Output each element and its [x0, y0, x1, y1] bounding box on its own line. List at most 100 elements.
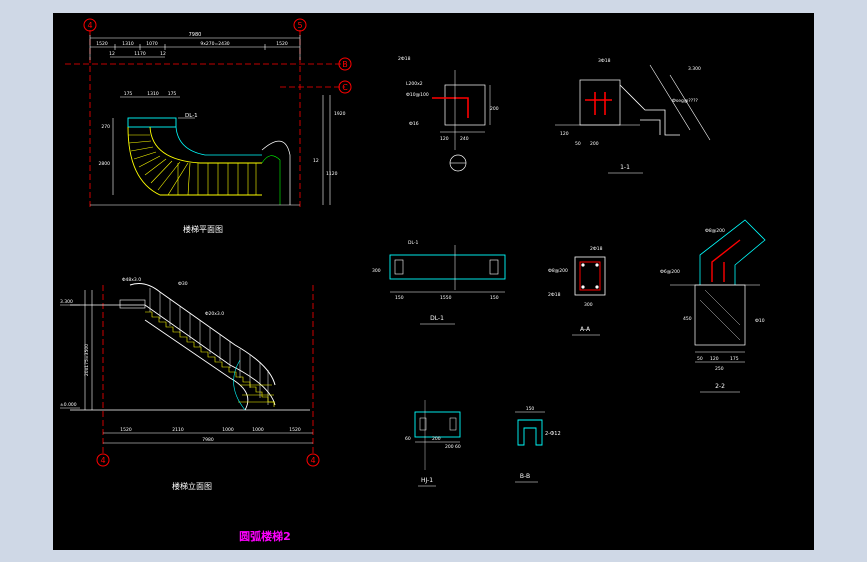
detail-tag: 2Ф18 — [398, 56, 411, 62]
dim-text: 2110 — [172, 427, 184, 433]
dim-text: 1070 — [146, 41, 158, 47]
dim-text: 300 — [372, 268, 381, 274]
dim-text: 120 — [560, 131, 569, 137]
axis-bubble-4: 4 — [96, 453, 110, 467]
stair-stringer-top — [144, 304, 276, 406]
dim-total: 7980 — [202, 437, 214, 443]
section-caption: B-B — [520, 473, 530, 480]
dim-text: 1520 — [120, 427, 132, 433]
handrail — [129, 283, 276, 386]
dim-text: 250 — [715, 366, 724, 372]
dim-text: 1310 — [147, 91, 159, 97]
dim-text: 1000 — [222, 427, 234, 433]
section-tag: Ф8@200 — [705, 228, 725, 234]
plan-landing-beam — [127, 117, 177, 128]
dim-text: 1920 — [334, 111, 346, 117]
dim-text: 240 — [460, 136, 469, 142]
axis-bubble-4: 4 — [83, 18, 97, 32]
dim-text: 200 — [432, 436, 441, 442]
section-tag: Ф8@200 — [548, 268, 568, 274]
stair-stringer-bottom — [144, 319, 249, 411]
plan-view: 4 5 B C 7980 1520 1310 1070 9x270=24 — [65, 18, 352, 234]
dim-text: 60 — [455, 444, 461, 450]
axis-label: 5 — [297, 21, 302, 30]
detail-tag: Ф10@100 — [406, 92, 429, 98]
section-level: 3.300 — [688, 66, 701, 72]
dim-text: 12 — [160, 51, 166, 57]
beam-caption: HJ-1 — [421, 477, 433, 484]
dim-text: 60 — [405, 436, 411, 442]
section-tag: 2Ф18 — [590, 246, 603, 252]
section-caption: 1-1 — [620, 164, 630, 171]
axis-label: C — [342, 83, 348, 92]
axis-bubble-c: C — [338, 80, 352, 94]
stair-treads — [128, 134, 257, 196]
dim-text: 120 — [710, 356, 719, 362]
section-tag: 2-Ф12 — [545, 431, 561, 437]
section-tag: Ф6@200 — [660, 269, 680, 275]
dim-text: 1120 — [326, 171, 338, 177]
dim-text: 150 — [526, 406, 535, 412]
dim-text: 120 — [440, 136, 449, 142]
detail-top: 2Ф18 L200x2 Ф10@100 Ф16 240 200 120 — [398, 56, 499, 172]
dim-text: 9x270=2430 — [200, 41, 229, 47]
dim-text: 50 — [575, 141, 581, 147]
stair-outer-arc — [127, 126, 262, 196]
dim-text: 300 — [584, 302, 593, 308]
dim-text: 150 — [490, 295, 499, 301]
section-2-2: Ф8@200 Ф6@200 Ф10 50 120 175 250 450 2-2 — [660, 219, 766, 393]
dim-text: 200 — [590, 141, 599, 147]
section-tag: 3Ф18 — [598, 58, 611, 64]
section-1-1: 3Ф18 3.300 Фseg@???? 120 50 200 1-1 — [555, 58, 711, 174]
plan-caption: 楼梯平面图 — [183, 224, 223, 234]
section-a-a: 2Ф18 Ф8@200 2Ф18 300 A-A — [548, 246, 606, 336]
section-b-b: 150 2-Ф12 B-B — [515, 406, 561, 483]
stair-inner-arc — [149, 126, 262, 164]
axis-label: 4 — [310, 456, 315, 465]
beam-tag: DL-1 — [408, 240, 419, 246]
dim-text: 150 — [395, 295, 404, 301]
level-bottom: ±0.000 — [60, 402, 77, 408]
elevation-view: 4 4 3.300 ±0.000 — [60, 277, 320, 491]
step-note: 20x175=3500 — [84, 344, 90, 376]
drawing-title: 圆弧楼梯2 — [239, 529, 291, 543]
axis-bubble-b: B — [338, 57, 352, 71]
dim-text: 12 — [313, 158, 319, 164]
dim-text: 2800 — [99, 161, 111, 167]
axis-bubble-5: 5 — [293, 18, 307, 32]
section-tag: Ф10 — [755, 318, 765, 324]
dim-text: 200 — [445, 444, 454, 450]
dim-text: 175 — [124, 91, 133, 97]
dim-text: 1170 — [134, 51, 146, 57]
elevation-steps — [145, 311, 275, 407]
dim-text: 175 — [730, 356, 739, 362]
axis-label: B — [342, 60, 348, 69]
beam-tag: DL-1 — [185, 113, 198, 119]
handrail-note: Φ48x3.0 — [122, 277, 141, 283]
dim-text: 1000 — [252, 427, 264, 433]
dim-text: 1520 — [289, 427, 301, 433]
dim-text: 450 — [683, 316, 692, 322]
axis-label: 4 — [87, 21, 92, 30]
dim-text: 1520 — [96, 41, 108, 47]
section-tag: 2Ф18 — [548, 292, 561, 298]
detail-tag: Ф16 — [409, 121, 419, 127]
section-caption: A-A — [580, 326, 591, 333]
level-top: 3.300 — [60, 299, 73, 305]
dim-text: 270 — [101, 124, 110, 130]
balusters — [149, 288, 269, 405]
dim-total: 7980 — [189, 32, 202, 38]
detail-tag: L200x2 — [406, 81, 423, 87]
baluster-note: Φ20x3.0 — [205, 311, 224, 317]
axis-bubble-4b: 4 — [306, 453, 320, 467]
dim-text: 1550 — [440, 295, 452, 301]
rise-note: Ф30 — [178, 281, 188, 287]
axis-label: 4 — [100, 456, 105, 465]
beam-caption: DL-1 — [430, 315, 444, 322]
dim-text: 50 — [697, 356, 703, 362]
section-caption: 2-2 — [715, 383, 725, 390]
elevation-caption: 楼梯立面图 — [172, 481, 212, 491]
section-note: Фseg@???? — [672, 98, 699, 104]
dim-text: 175 — [168, 91, 177, 97]
